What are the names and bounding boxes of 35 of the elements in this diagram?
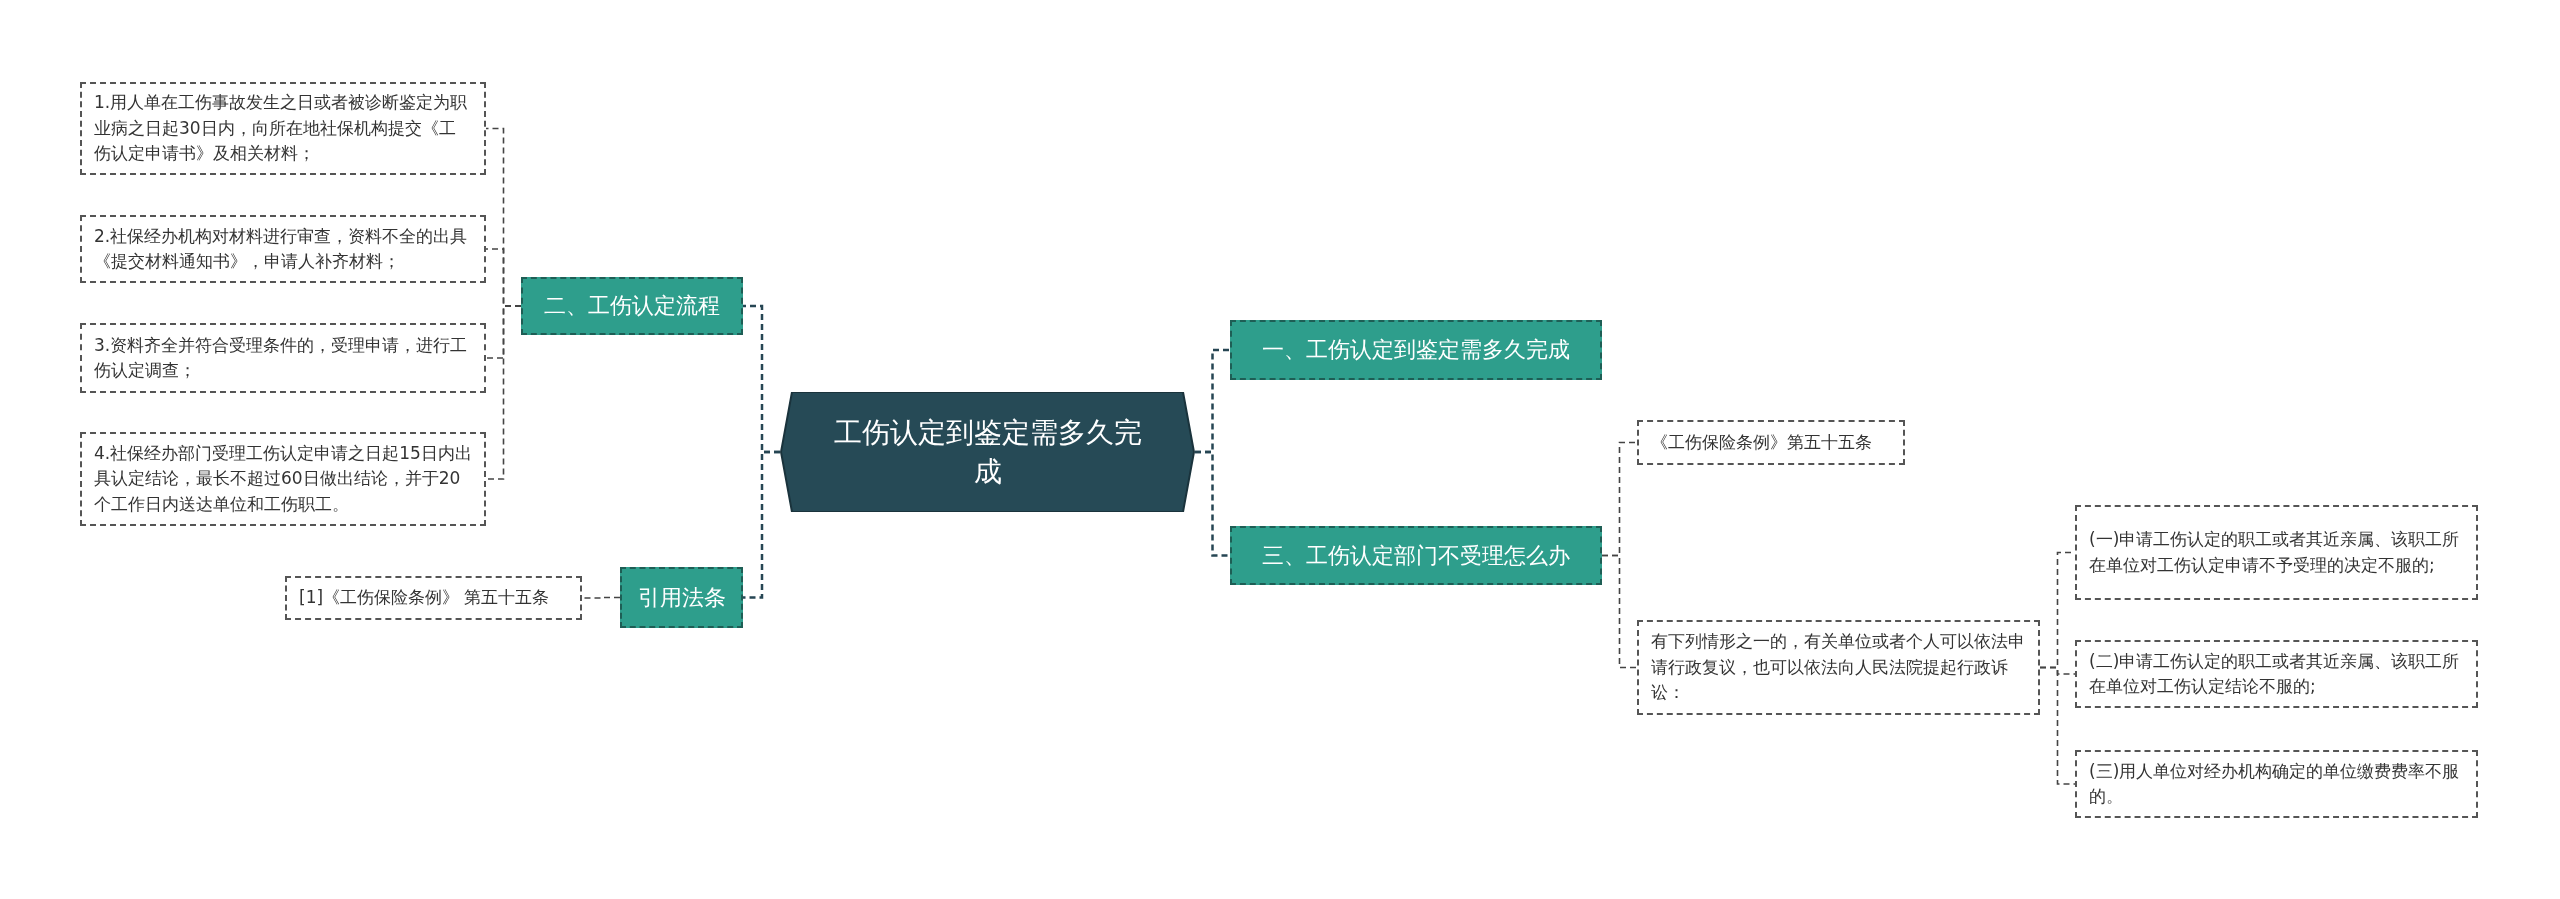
connector-line — [485, 305, 522, 480]
connector-line — [743, 450, 780, 599]
topic-box — [620, 567, 743, 628]
node-text: 三、工伤认定部门不受理怎么办 — [1262, 541, 1570, 570]
node-text: (二)申请工伤认定的职工或者其近亲属、该职工所在单位对工伤认定结论不服的; — [2089, 649, 2461, 698]
topic-box — [1230, 526, 1602, 585]
text-box — [80, 82, 486, 175]
node-text: 二、工伤认定流程 — [544, 292, 720, 320]
connector-line — [2039, 666, 2076, 785]
central-topic — [780, 392, 1195, 512]
node-text: 《工伤保险条例》第五十五条 — [1651, 430, 1872, 454]
text-box — [80, 323, 486, 393]
node-text: 4.社保经办部门受理工伤认定申请之日起15日内出具认定结论，最长不超过60日做出结论，并于20个工作日内送达单位和工伤职工。 — [94, 441, 472, 516]
connector-line — [1601, 554, 1638, 669]
text-box — [285, 576, 582, 620]
text-box — [2075, 750, 2478, 818]
text-box — [80, 432, 486, 526]
node-text: (三)用人单位对经办机构确定的单位缴费费率不服的。 — [2089, 759, 2461, 808]
text-box — [1637, 620, 2040, 715]
text-box — [2075, 640, 2478, 708]
node-text: 3.资料齐全并符合受理条件的，受理申请，进行工伤认定调查； — [94, 333, 469, 382]
node-text: (一)申请工伤认定的职工或者其近亲属、该职工所在单位对工伤认定申请不予受理的决定不服的; — [2089, 528, 2461, 577]
node-text: 引用法条 — [637, 583, 726, 612]
node-text: 一、工伤认定到鉴定需多久完成 — [1262, 336, 1570, 364]
connector-line — [1195, 450, 1230, 557]
node-text: 2.社保经办机构对材料进行审查，资料不全的出具《提交材料通知书》，申请人补齐材料； — [94, 224, 469, 273]
node-text: [1]《工伤保险条例》 第五十五条 — [299, 586, 550, 610]
text-box — [1637, 420, 1905, 465]
node-text: 有下列情形之一的，有关单位或者个人可以依法申请行政复议，也可以依法向人民法院提起行政诉讼： — [1651, 630, 2026, 705]
topic-box — [1230, 320, 1602, 380]
node-text: 工伤认定到鉴定需多久完成 — [832, 414, 1143, 490]
text-box — [2075, 505, 2478, 600]
text-box — [80, 215, 486, 283]
topic-box — [521, 277, 743, 335]
node-text: 1.用人单在工伤事故发生之日或者被诊断鉴定为职业病之日起30日内，向所在地社保机构提交《工伤认定申请书》及相关材料； — [94, 91, 469, 166]
